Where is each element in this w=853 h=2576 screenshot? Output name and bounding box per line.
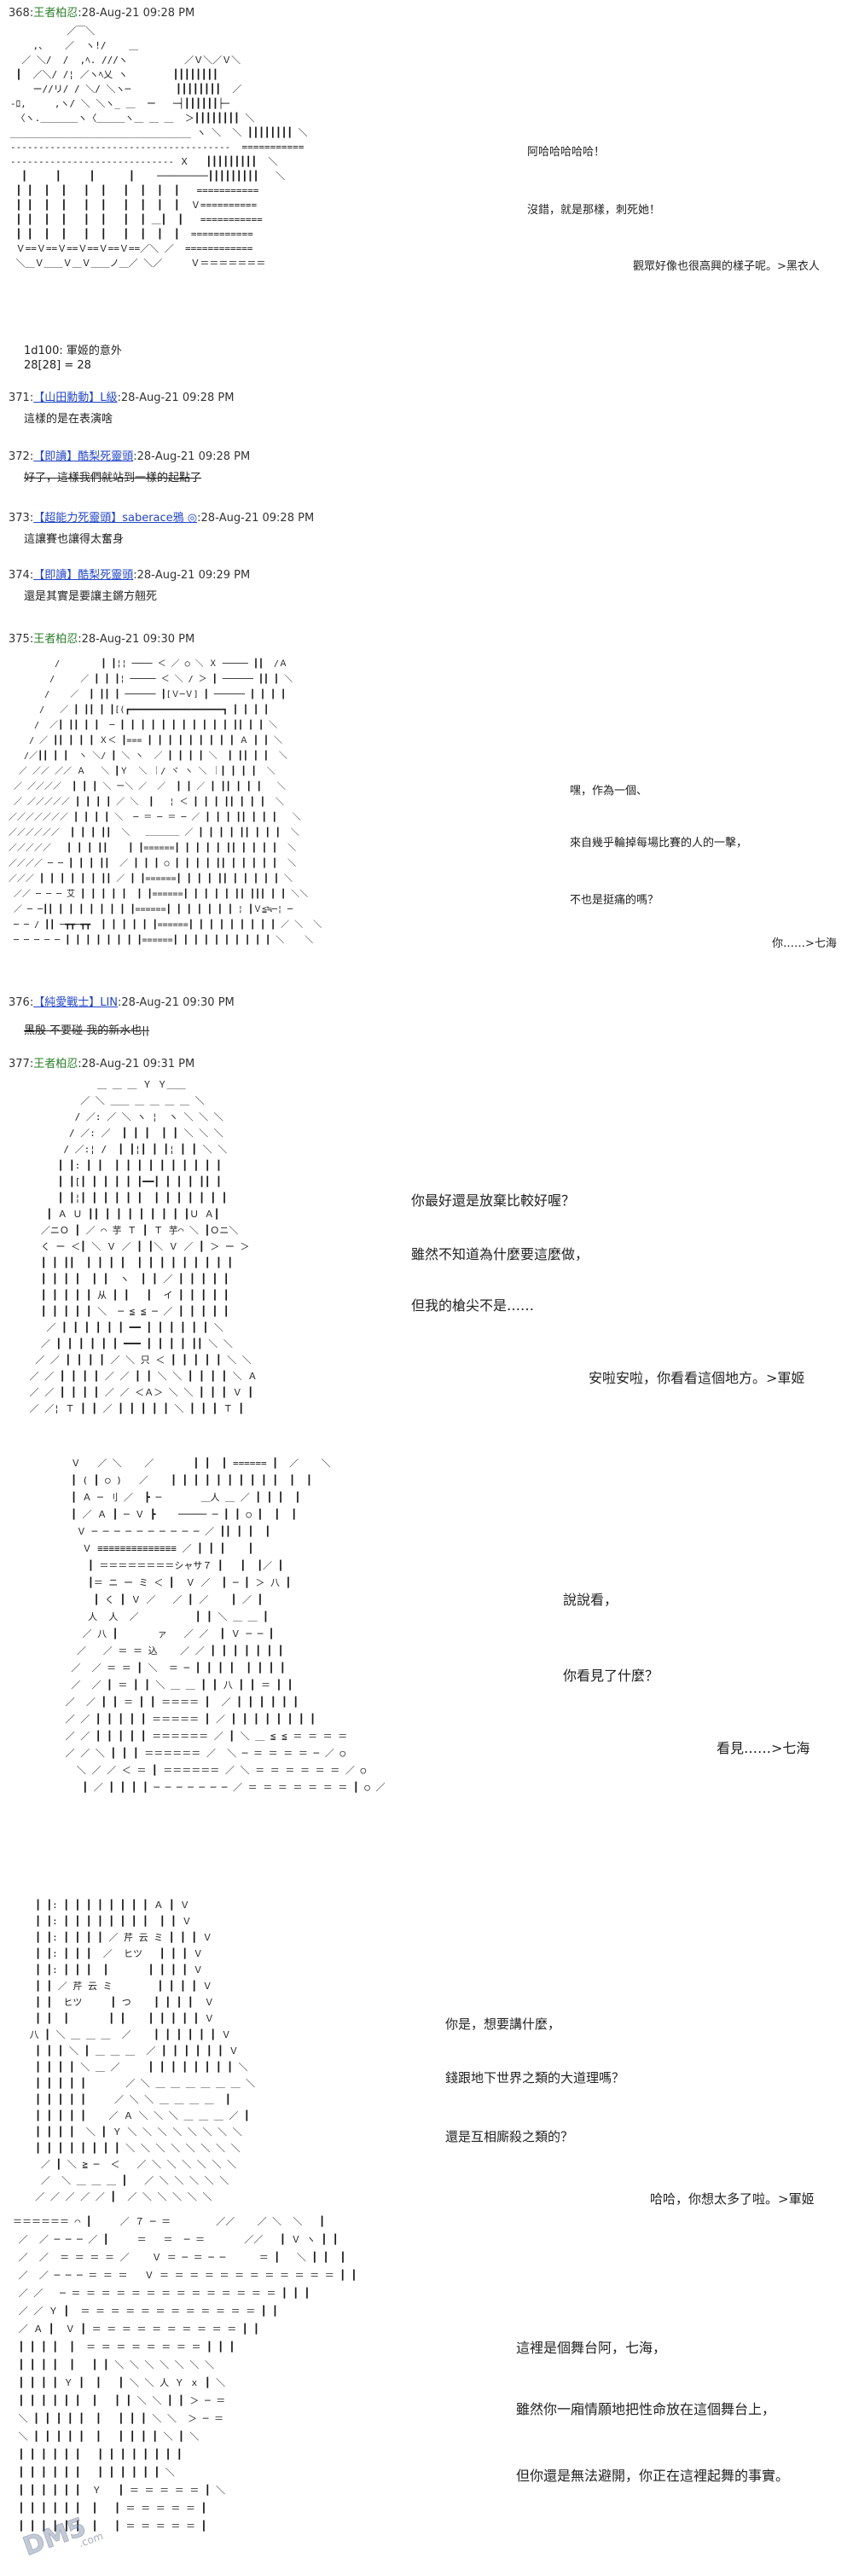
poster-name[interactable]: 王者柏忍 <box>33 1058 78 1070</box>
post-date: :28-Aug-21 09:31 PM <box>78 1058 195 1070</box>
post-header-368: 368:王者柏忍:28-Aug-21 09:28 PM <box>9 7 194 20</box>
dialogue-line: 嘿，作為一個、 <box>570 785 648 798</box>
ascii-art-girls-scene: ┃ ┃: ┃ ┃ ┃ ┃ ┃ ┃ ┃ ┃ Ａ ┃ Ｖ ┃ ┃: ┃ ┃ ┃ ┃ … <box>29 1900 256 2202</box>
ascii-art-stage: / ┃ ┃¦¦ ──── ＜ ／ ○ ＼ Ｘ ───── ┃┃ /Ａ / ／ ┃… <box>9 659 322 945</box>
dialogue-line: 觀眾好像也很高興的樣子呢。>黑衣人 <box>633 260 820 273</box>
poster-name[interactable]: 【即讀】酷梨死靈頭 <box>33 450 134 463</box>
post-number: 371: <box>9 392 34 404</box>
dialogue-line: 你是，想要講什麼， <box>445 2016 561 2032</box>
dialogue-line: 不也是挺痛的嗎？ <box>570 894 659 907</box>
post-date: :28-Aug-21 09:28 PM <box>78 7 195 20</box>
dialogue-line: 阿哈哈哈哈哈！ <box>527 146 606 159</box>
ascii-art-hands: ／￣＼ ,、 ／ ヽ!/ ＿ ／ ＼/ / ,ﾍ. ///ヽ ／Ｖ＼／Ｖ＼ ┃ … <box>10 26 308 269</box>
post-date: :28-Aug-21 09:30 PM <box>78 633 195 646</box>
post-number: 372: <box>9 450 34 463</box>
poster-name[interactable]: 王者柏忍 <box>33 633 78 646</box>
post-header-375: 375:王者柏忍:28-Aug-21 09:30 PM <box>9 633 194 647</box>
poster-name[interactable]: 王者柏忍 <box>33 7 78 20</box>
post-number: 376: <box>9 996 34 1009</box>
post-header-376: 376:【純愛戰士】LIN:28-Aug-21 09:30 PM <box>9 996 235 1010</box>
dialogue-line: 但你還是無法避開，你正在這裡起舞的事實。 <box>516 2468 790 2484</box>
dialogue-line: 來自幾乎輪掉每場比賽的人的一擊， <box>570 837 748 850</box>
dialogue-line: 你……>七海 <box>772 937 837 950</box>
post-body: 好了，這樣我們就站到一樣的起點了 <box>24 472 202 484</box>
dialogue-line: 沒錯，就是那樣，刺死她！ <box>527 204 661 217</box>
dice-roll: 1d100: 軍姬的意外 <box>24 345 122 357</box>
post-body: 黑殷 不要碰 我的新水也¦¦ <box>24 1024 150 1037</box>
post-header-373: 373:【超能力死靈頭】saberace鴉 ◎:28-Aug-21 09:28 … <box>9 512 314 525</box>
post-header-371: 371:【山田勳動】L級:28-Aug-21 09:28 PM <box>9 392 234 405</box>
dm5-logo-icon: DM5 .com <box>19 2512 105 2563</box>
dice-result: 28[28] = 28 <box>24 359 91 372</box>
dialogue-line: 安啦安啦，你看看這個地方。>軍姬 <box>589 1370 805 1386</box>
dialogue-line: 說說看， <box>563 1592 618 1608</box>
dialogue-line: 看見……>七海 <box>717 1740 810 1756</box>
post-body: 這樣的是在表演啥 <box>24 413 113 426</box>
dialogue-line: 哈哈，你想太多了啦。>軍姬 <box>650 2191 815 2207</box>
ascii-art-final-scene: ＝＝＝＝＝＝ ⌒ ┃ ／ ７ ─ ＝ ／／ ／ ＼ ＼ ┃ ／ ／ ─ ─ ─ … <box>13 2216 357 2532</box>
post-date: :28-Aug-21 09:28 PM <box>197 512 315 525</box>
post-number: 375: <box>9 633 34 646</box>
poster-name[interactable]: 【即讀】酷梨死靈頭 <box>33 569 134 582</box>
post-date: :28-Aug-21 09:30 PM <box>118 996 235 1009</box>
dialogue-line: 你最好還是放棄比較好喔？ <box>411 1192 576 1209</box>
poster-trip[interactable]: saberace鴉 ◎ <box>122 512 198 525</box>
post-body: 這讓賽也讓得太奮身 <box>24 533 125 546</box>
post-number: 377: <box>9 1058 34 1070</box>
post-number: 368: <box>9 7 34 20</box>
post-header-374: 374:【即讀】酷梨死靈頭:28-Aug-21 09:29 PM <box>9 569 250 583</box>
post-header-377: 377:王者柏忍:28-Aug-21 09:31 PM <box>9 1058 194 1071</box>
ascii-art-warrior-looking: Ｖ ／ ＼ ／ ┃ ┃ ┃ ====== ┃ ／ ＼ ┃ ( ┃ ○ ) ／ ┃… <box>65 1458 386 1793</box>
post-header-372: 372:【即讀】酷梨死靈頭:28-Aug-21 09:28 PM <box>9 450 250 464</box>
dialogue-line: 雖然你一廂情願地把性命放在這個舞台上， <box>516 2401 776 2417</box>
dialogue-line: 還是互相廝殺之類的？ <box>445 2129 574 2144</box>
poster-name[interactable]: 【純愛戰士】LIN <box>33 996 119 1009</box>
post-number: 374: <box>9 569 34 582</box>
post-date: :28-Aug-21 09:28 PM <box>117 392 235 404</box>
dm5-watermark: DM5 .com <box>17 2508 111 2563</box>
post-body: 還是其實是要讓主鏘方翹死 <box>24 590 158 603</box>
poster-name[interactable]: 【超能力死靈頭】 <box>33 512 123 525</box>
post-date: :28-Aug-21 09:28 PM <box>133 450 251 463</box>
poster-name[interactable]: 【山田勳動】L級 <box>33 392 118 404</box>
ascii-art-girl-portrait: ＿ ＿ ＿ Ｙ Ｙ＿＿ ／ ＼ ＿＿ ＿ ＿ ＿ ＿ ＼ / ／: ／ ＼ ヽ … <box>29 1079 258 1414</box>
dialogue-line: 雖然不知道為什麼要這麼做， <box>411 1246 589 1262</box>
post-date: :28-Aug-21 09:29 PM <box>133 569 251 582</box>
dialogue-line: 這裡是個舞台阿，七海， <box>516 2340 667 2356</box>
dialogue-line: 你看見了什麼？ <box>563 1668 659 1684</box>
post-number: 373: <box>9 512 34 525</box>
dialogue-line: 但我的槍尖不是…… <box>411 1297 535 1314</box>
dialogue-line: 錢跟地下世界之類的大道理嗎？ <box>445 2070 625 2086</box>
